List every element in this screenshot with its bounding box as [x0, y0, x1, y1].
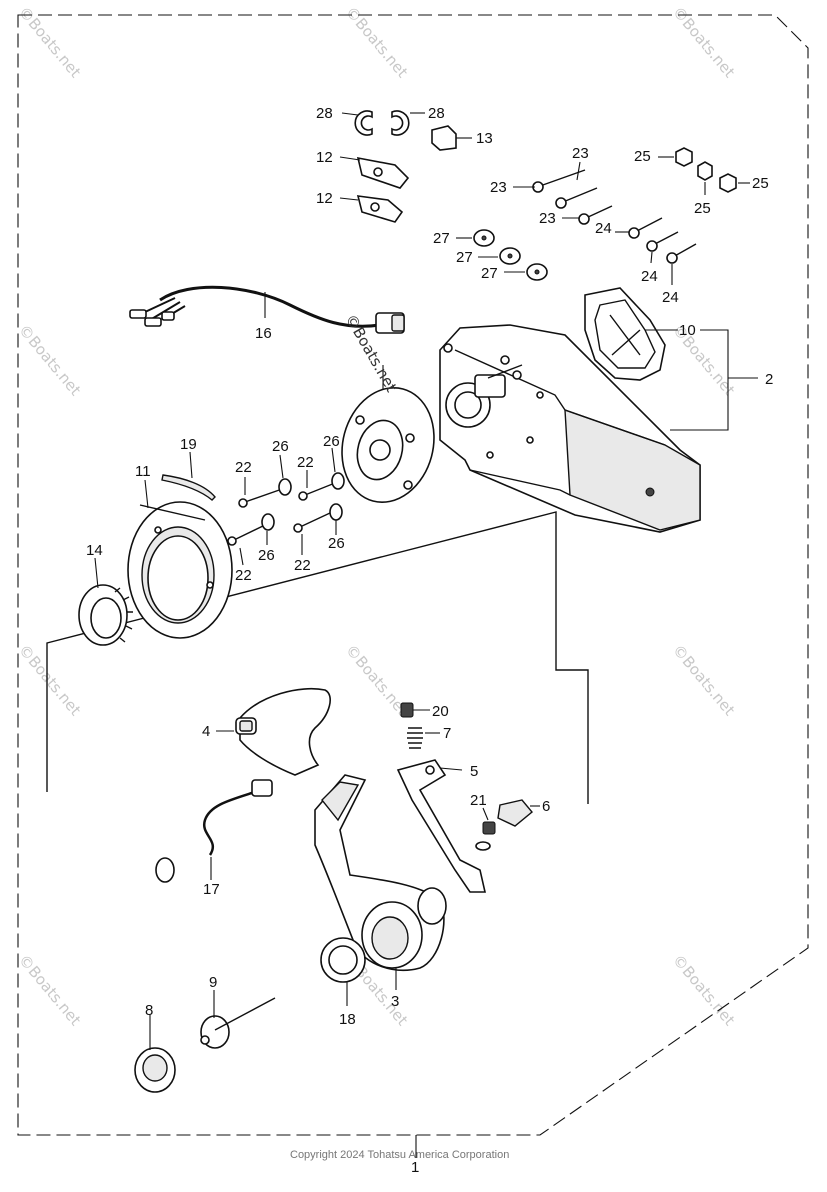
parts-23-screws	[513, 161, 613, 225]
callout-27: 27	[481, 265, 498, 282]
callout-28: 28	[428, 105, 445, 122]
callout-27: 27	[456, 249, 473, 266]
callout-6: 6	[542, 798, 550, 815]
watermark-text: ©Boats.net	[15, 951, 85, 1029]
callout-24: 24	[641, 268, 658, 285]
part-9-shaft	[200, 990, 276, 1049]
part-17-switch-harness	[155, 779, 273, 883]
part-13-clip	[431, 125, 472, 151]
callout-26: 26	[258, 547, 275, 564]
callout-24: 24	[595, 220, 612, 237]
watermark-text: ©Boats.net	[15, 321, 85, 399]
watermark-text: ©Boats.net	[669, 951, 739, 1029]
washers-26	[261, 447, 345, 545]
watermark-text: ©Boats.net	[669, 641, 739, 719]
watermark-text: ©Boats.net	[15, 641, 85, 719]
parts-24-screws	[615, 217, 697, 285]
parts-12-cam	[339, 156, 410, 223]
part-6-plate	[497, 799, 540, 827]
callout-18: 18	[339, 1011, 356, 1028]
callout-12: 12	[316, 190, 333, 207]
callout-12: 12	[316, 149, 333, 166]
callout-1: 1	[411, 1159, 419, 1176]
callout-13: 13	[476, 130, 493, 147]
part-18-washer	[320, 937, 366, 1006]
callout-23: 23	[490, 179, 507, 196]
callout-23: 23	[572, 145, 589, 162]
part-16-harness	[129, 285, 405, 334]
part-10-gasket	[584, 287, 758, 431]
callout-22: 22	[297, 454, 314, 471]
lever-group-frame	[46, 511, 589, 804]
part-7-spring	[407, 727, 440, 749]
part-5-link	[396, 759, 487, 893]
callout-24: 24	[662, 289, 679, 306]
part-8-cap	[134, 1015, 176, 1093]
callout-25: 25	[752, 175, 769, 192]
part-21-screw	[475, 807, 496, 851]
callout-22: 22	[235, 567, 252, 584]
callout-14: 14	[86, 542, 103, 559]
callout-9: 9	[209, 974, 217, 991]
part-11-housing	[127, 479, 233, 639]
assembly-boundary	[17, 14, 809, 1136]
callout-7: 7	[443, 725, 451, 742]
parts-27-washers	[456, 229, 548, 281]
leader-19	[189, 451, 193, 479]
parts-25-nuts	[658, 147, 750, 195]
stator-plate	[341, 365, 435, 504]
callout-11: 11	[135, 463, 151, 480]
callout-26: 26	[272, 438, 289, 455]
part-2-control-box	[439, 324, 701, 533]
part-19-spring-strip	[161, 474, 216, 501]
callout-26: 26	[328, 535, 345, 552]
callout-22: 22	[235, 459, 252, 476]
part-20-set-screw	[400, 702, 430, 718]
callout-23: 23	[539, 210, 556, 227]
screws-22	[227, 470, 336, 566]
callout-19: 19	[180, 436, 197, 453]
callout-25: 25	[694, 200, 711, 217]
callout-27: 27	[433, 230, 450, 247]
part-14-gear-ring	[78, 557, 133, 646]
callout-21: 21	[470, 792, 487, 809]
callout-3: 3	[391, 993, 399, 1010]
callout-17: 17	[203, 881, 220, 898]
callout-16: 16	[255, 325, 272, 342]
part-4-handle	[216, 687, 331, 776]
callout-22: 22	[294, 557, 311, 574]
callout-25: 25	[634, 148, 651, 165]
callout-26: 26	[323, 433, 340, 450]
callout-10: 10	[679, 322, 696, 339]
callout-28: 28	[316, 105, 333, 122]
callout-20: 20	[432, 703, 449, 720]
parts-28-clips	[341, 110, 425, 136]
callout-labels: 28 28 13 12 12 23 23 23 25 25 25 24 24 2…	[86, 105, 773, 1176]
callout-8: 8	[145, 1002, 153, 1019]
copyright-text: Copyright 2024 Tohatsu America Corporati…	[290, 1149, 509, 1161]
callout-5: 5	[470, 763, 478, 780]
callout-2: 2	[765, 371, 773, 388]
callout-4: 4	[202, 723, 210, 740]
part-3-lever	[314, 774, 447, 990]
